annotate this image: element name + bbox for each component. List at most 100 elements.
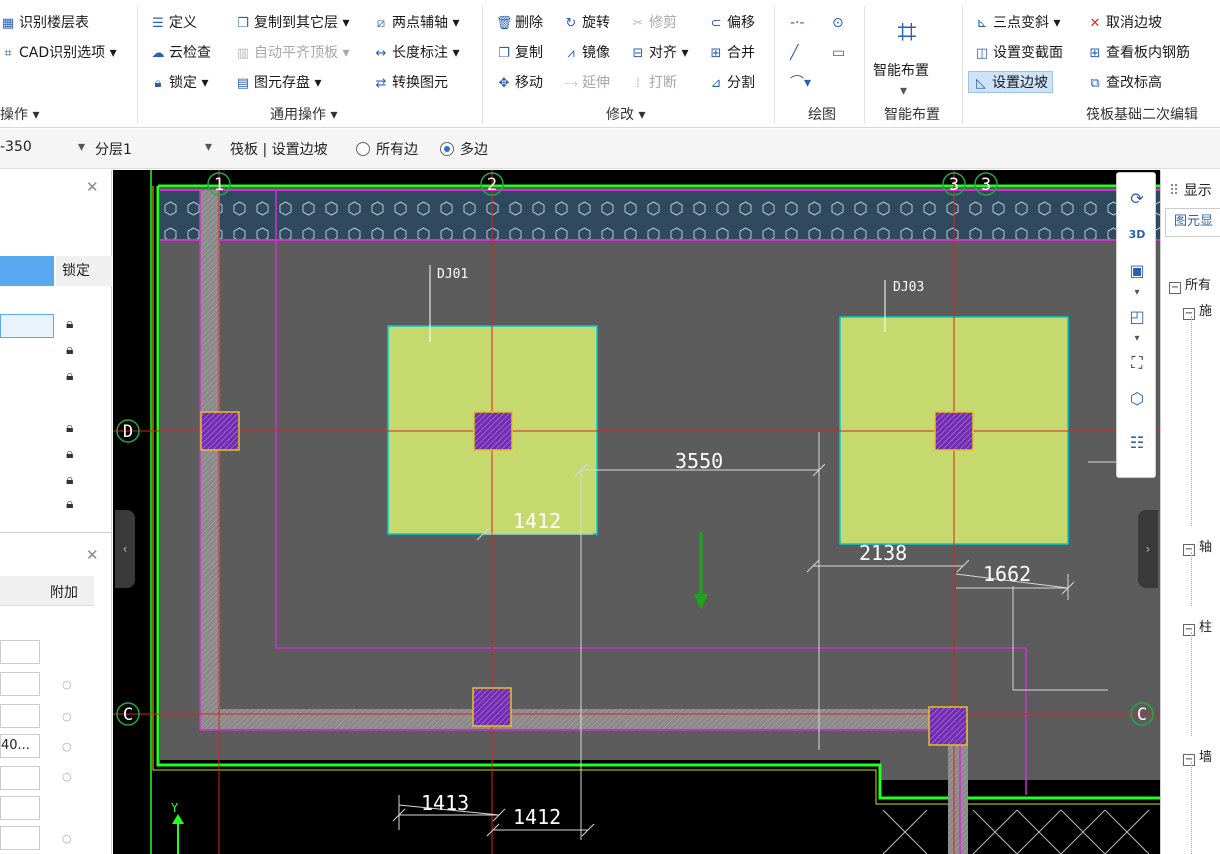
length-dimension-button[interactable]: ↔长度标注 ▾ — [373, 42, 460, 64]
column[interactable] — [473, 411, 513, 451]
property-value-field[interactable] — [0, 796, 40, 820]
label-dj01[interactable]: DJ01 — [437, 267, 468, 282]
property-value-field[interactable] — [0, 640, 40, 664]
lock-icon[interactable]: 🔒︎ — [66, 316, 74, 332]
element-display-icon[interactable]: ⬡ — [1130, 389, 1144, 408]
view-box-icon[interactable]: ◰ — [1129, 307, 1145, 326]
mirror-button[interactable]: ⩘镜像 — [563, 42, 610, 64]
dimension-1412[interactable]: 1412 — [513, 509, 561, 533]
label-dj03[interactable]: DJ03 — [893, 280, 924, 295]
axis-marker-1[interactable]: 1 — [207, 172, 231, 196]
merge-button[interactable]: ⊞合并 — [708, 42, 755, 64]
slab-edge[interactable] — [156, 186, 1160, 800]
general-ops-group-label[interactable]: 通用操作 ▾ — [270, 107, 338, 123]
cancel-edge-slope-button[interactable]: ✕取消边坡 — [1087, 12, 1162, 34]
axis-marker-2[interactable]: 2 — [480, 172, 504, 196]
property-value-field[interactable] — [0, 672, 40, 696]
circle-draw-icon[interactable]: ⊙ — [832, 15, 844, 31]
set-variable-section-button[interactable]: ◫设置变截面 — [974, 42, 1063, 64]
dimension-1412-bottom[interactable]: 1412 — [513, 805, 561, 829]
smart-layout-button[interactable]: 智能布置 — [873, 63, 929, 79]
column[interactable] — [200, 411, 240, 451]
point-draw-icon[interactable]: -·- — [790, 15, 805, 31]
split-button[interactable]: ⊿分割 — [708, 72, 755, 94]
edit-elevation-button[interactable]: ⧉查改标高 — [1087, 72, 1162, 94]
rotate-button[interactable]: ↻旋转 — [563, 12, 610, 34]
dimension-3550[interactable]: 3550 — [675, 449, 723, 473]
tree-node-column[interactable]: −柱 — [1183, 620, 1213, 636]
dimension-2138[interactable]: 2138 — [859, 541, 907, 565]
convert-element-button[interactable]: ⇄转换图元 — [373, 72, 448, 94]
lock-icon[interactable]: 🔒︎ — [66, 496, 74, 512]
axis-marker-c-right[interactable]: C — [1130, 702, 1154, 726]
floor-select[interactable]: -350▾ — [0, 139, 86, 155]
smart-layout-dropdown-icon[interactable]: ▾ — [900, 83, 908, 99]
modify-group-label[interactable]: 修改 ▾ — [606, 107, 646, 123]
collapse-left-handle[interactable]: ‹ — [115, 510, 135, 588]
cad-identify-options-button[interactable]: ⌗CAD识别选项 ▾ — [0, 42, 116, 64]
axis-marker-d[interactable]: D — [116, 419, 140, 443]
lock-icon[interactable]: 🔒︎ — [66, 342, 74, 358]
three-point-slope-button[interactable]: ⊾三点变斜 ▾ — [974, 12, 1061, 34]
smart-layout-icon[interactable]: ⌗ — [897, 12, 917, 52]
canvas-drawing[interactable]: 1 2 3 3 D C C DJ01 DJ03 — [113, 170, 1160, 854]
copy-to-other-layer-button[interactable]: ❐复制到其它层 ▾ — [235, 12, 349, 34]
copy-button[interactable]: ❐复制 — [496, 42, 543, 64]
tree-node-all[interactable]: −所有 — [1169, 278, 1212, 294]
radio-multi-edges[interactable]: 多边 — [440, 139, 488, 159]
dimension-1662[interactable]: 1662 — [983, 562, 1031, 586]
rectangle-draw-icon[interactable]: ▭ — [832, 45, 846, 61]
offset-button[interactable]: ⊂偏移 — [708, 12, 755, 34]
line-draw-icon[interactable]: ╱ — [790, 45, 799, 61]
orbit-icon[interactable]: ⟳ — [1130, 189, 1144, 208]
view-cube-icon[interactable]: ▣ — [1129, 261, 1145, 280]
collapse-right-handle[interactable]: › — [1138, 510, 1158, 588]
property-value-field[interactable]: 40... — [0, 734, 40, 758]
3d-view-icon[interactable]: 3D — [1128, 228, 1146, 241]
tab-element-display[interactable]: 图元显 — [1165, 208, 1220, 236]
lock-icon[interactable]: 🔒︎ — [66, 420, 74, 436]
property-value-field[interactable] — [0, 766, 40, 790]
wall-strip[interactable] — [200, 709, 960, 729]
attach-checkbox[interactable]: ○ — [62, 740, 72, 753]
tree-node-wall[interactable]: −墙 — [1183, 750, 1213, 766]
attach-checkbox[interactable]: ○ — [62, 710, 72, 723]
axis-marker-3b[interactable]: 3 — [974, 172, 998, 196]
auto-align-top-slab-button[interactable]: ▥自动平齐顶板 ▾ — [235, 42, 350, 64]
align-button[interactable]: ⊟对齐 ▾ — [630, 42, 689, 64]
column[interactable] — [934, 411, 974, 451]
column[interactable] — [472, 687, 512, 727]
chevron-down-icon[interactable]: ▾ — [1134, 287, 1140, 298]
hex-strip[interactable] — [160, 190, 1160, 240]
property-value-field[interactable] — [0, 826, 40, 850]
axis-marker-3a[interactable]: 3 — [942, 172, 966, 196]
dimension-1413[interactable]: 1413 — [421, 791, 469, 815]
property-value-field[interactable] — [0, 704, 40, 728]
attach-checkbox[interactable]: ○ — [62, 678, 72, 691]
close-icon[interactable]: ✕ — [86, 178, 99, 196]
cloud-check-button[interactable]: ☁云检查 — [150, 42, 212, 64]
attach-checkbox[interactable]: ○ — [62, 832, 72, 845]
trim-button[interactable]: ✂修剪 — [630, 12, 677, 34]
tree-node-construction[interactable]: −施 — [1183, 304, 1213, 320]
lock-button[interactable]: 🔒︎锁定 ▾ — [150, 72, 209, 94]
column[interactable] — [928, 706, 968, 746]
attach-checkbox[interactable]: ○ — [62, 770, 72, 783]
selected-row-cell[interactable] — [0, 314, 54, 338]
element-save-button[interactable]: ▤图元存盘 ▾ — [235, 72, 322, 94]
delete-button[interactable]: 🗑︎删除 — [496, 12, 543, 34]
set-edge-slope-button[interactable]: ◺设置边坡 — [968, 71, 1053, 93]
operations-group-label[interactable]: 操作 ▾ — [0, 107, 40, 123]
drawing-canvas[interactable]: 1 2 3 3 D C C DJ01 DJ03 — [113, 170, 1160, 854]
lock-icon[interactable]: 🔒︎ — [66, 368, 74, 384]
close-icon[interactable]: ✕ — [86, 546, 99, 564]
identify-floor-table-button[interactable]: ▦识别楼层表 — [0, 12, 89, 34]
layer-view-icon[interactable]: ☷ — [1129, 433, 1145, 452]
lock-icon[interactable]: 🔒︎ — [66, 472, 74, 488]
arc-draw-icon[interactable]: ⌒▾ — [790, 75, 812, 91]
fullscreen-icon[interactable]: ⛶ — [1131, 353, 1143, 372]
layer-select[interactable]: 分层1▾ — [95, 139, 213, 158]
wall-strip[interactable] — [948, 720, 968, 854]
wall-strip[interactable] — [200, 190, 220, 730]
two-point-aux-axis-button[interactable]: ⧄两点辅轴 ▾ — [373, 12, 460, 34]
